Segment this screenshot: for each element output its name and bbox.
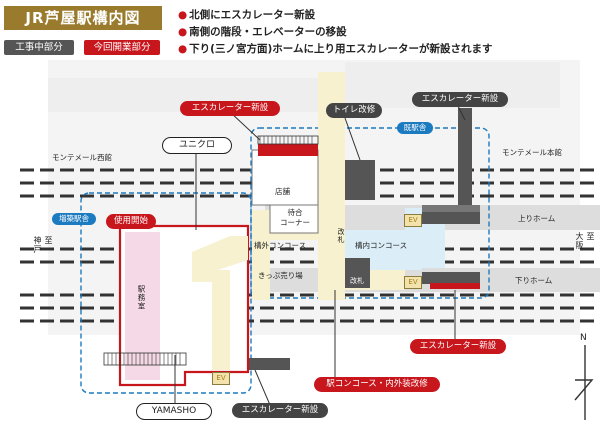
waiting-block	[269, 204, 319, 234]
construction-block-right-tower	[458, 108, 472, 212]
bullet-3: ●下り(三ノ宮方面)ホームに上り用エスカレーターが新設されます	[178, 43, 493, 55]
callout-uniqlo: ユニクロ	[162, 137, 232, 154]
expansion-passage	[160, 228, 212, 355]
expansion-cream-ramp	[192, 236, 248, 282]
waiting-label: 待合 コーナー	[280, 208, 310, 227]
bullet-dot-icon: ●	[178, 43, 188, 55]
ev-marker-expansion: EV	[212, 372, 230, 385]
gate-lower-label: 改札	[350, 277, 364, 285]
direction-west: 至 神戸	[33, 236, 53, 254]
leader-lines	[174, 99, 466, 406]
platform-down-label: 下りホーム	[515, 276, 553, 285]
bullet-2: ●南側の階段・エレベーターの移設	[178, 26, 347, 38]
bullet-dot-icon: ●	[178, 26, 188, 38]
new-escalator-down-platform	[430, 283, 480, 289]
outside-concourse-label: 構外コンコース	[254, 241, 307, 250]
ev-marker-inner-down: EV	[404, 276, 422, 289]
street-north-east: モンテメール本館	[502, 148, 562, 157]
callout-escalator-north: エスカレーター新設	[180, 101, 280, 116]
bullet-dot-icon: ●	[178, 9, 188, 21]
callout-station-renovation: 駅コンコース・内外装改修	[314, 377, 440, 392]
station-office-label: 駅務室	[137, 285, 146, 311]
ev-marker-inner-up: EV	[404, 214, 422, 227]
callout-yamasho: YAMASHO	[136, 403, 212, 420]
construction-block-station-office	[345, 258, 370, 288]
new-escalator-north	[258, 144, 318, 156]
construction-block-toilet	[345, 160, 375, 200]
expansion-building-outline	[80, 192, 252, 394]
expansion-cream-column	[212, 270, 230, 370]
stair-hatch-south	[107, 353, 181, 365]
construction-block-right-upper	[422, 205, 480, 212]
use-start-label: 使用開始	[106, 214, 156, 229]
direction-east: 至 大阪	[575, 232, 595, 250]
north-mark: N	[580, 333, 587, 343]
bullet-1: ●北側にエスカレーター新設	[178, 9, 316, 21]
callout-toilet: トイレ改修	[326, 103, 382, 118]
existing-building-label: 既駅舎	[397, 122, 433, 134]
stair-hatch-north	[259, 136, 313, 144]
callout-escalator-down-platform: エスカレーター新設	[410, 339, 506, 354]
street-north-west: モンテメール西館	[52, 153, 112, 162]
map-title: JR芦屋駅構内図	[4, 6, 162, 30]
construction-block-right-up	[422, 212, 480, 224]
station-office-pink	[125, 232, 160, 380]
store-block	[251, 149, 319, 206]
construction-block-platform-down	[422, 272, 480, 284]
expansion-building-label: 増築駅舎	[52, 213, 96, 225]
ticket-office-label: きっぷ売り場	[258, 271, 303, 280]
north-arrow	[574, 345, 594, 420]
callout-escalator-right: エスカレーター新設	[412, 92, 508, 107]
callout-escalator-bottom: エスカレーター新設	[232, 403, 328, 418]
store-label: 店舗	[275, 187, 290, 196]
legend-under-construction: 工事中部分	[4, 40, 74, 55]
legend-opened: 今回開業部分	[84, 40, 160, 55]
gate-upper-label: 改札	[337, 228, 345, 244]
platform-up-label: 上りホーム	[518, 214, 556, 223]
inside-concourse-label: 構内コンコース	[355, 241, 408, 250]
